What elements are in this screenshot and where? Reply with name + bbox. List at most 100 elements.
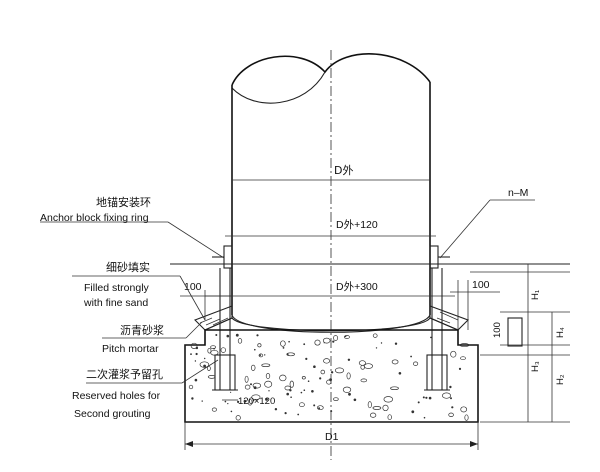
aggregate-stone <box>224 400 227 403</box>
aggregate-stone <box>347 358 351 361</box>
aggregate-stone <box>367 401 372 409</box>
aggregate-stone <box>344 335 347 338</box>
aggregate-stone <box>195 346 199 350</box>
aggregate-stone <box>284 412 287 415</box>
label-anchor-ring-cn: 地锚安装环 <box>96 195 151 209</box>
aggregate-stone <box>333 335 339 341</box>
aggregate-stone <box>448 412 454 417</box>
aggregate-stone <box>230 391 232 393</box>
dim-h3: H₃ <box>530 361 541 372</box>
aggregate-stone <box>301 376 306 380</box>
label-pitch-cn: 沥青砂浆 <box>120 323 164 337</box>
label-fine-sand-en1: Filled strongly <box>84 282 150 294</box>
aggregate-stone <box>449 385 452 389</box>
tank-body <box>205 53 455 333</box>
dim-left-100-lines <box>180 290 232 320</box>
aggregate-stone <box>191 397 194 400</box>
aggregate-stone <box>423 416 426 419</box>
aggregate-stone <box>458 367 462 370</box>
label-pitch-en: Pitch mortar <box>102 343 159 355</box>
label-grout-en2: Second grouting <box>74 408 151 420</box>
aggregate-stone <box>330 371 334 374</box>
aggregate-stone <box>300 391 303 394</box>
aggregate-stone <box>343 335 350 339</box>
aggregate-stone <box>288 340 290 343</box>
aggregate-stone <box>256 334 259 337</box>
aggregate-stone <box>391 359 399 365</box>
aggregate-stone <box>398 372 402 375</box>
aggregate-stone <box>235 333 239 337</box>
dim-h1: H₁ <box>530 290 541 300</box>
aggregate-stone <box>318 407 321 410</box>
aggregate-stone <box>265 373 271 379</box>
aggregate-stone <box>319 377 322 380</box>
aggregate-stone <box>316 405 324 411</box>
aggregate-stone <box>280 340 286 347</box>
aggregate-stone <box>207 365 211 371</box>
aggregate-stone <box>342 386 352 393</box>
aggregate-stone <box>313 404 316 407</box>
aggregate-stone <box>264 354 266 356</box>
aggregate-stone <box>387 414 392 421</box>
aggregate-stone <box>332 340 335 343</box>
aggregate-stone <box>322 337 331 344</box>
label-n-m: n–M <box>508 187 528 199</box>
aggregate-stone <box>226 334 230 338</box>
aggregate-stone <box>320 369 326 375</box>
aggregate-stone <box>190 353 192 355</box>
aggregate-stone <box>334 367 345 374</box>
aggregate-stone <box>375 347 378 349</box>
aggregate-stone <box>264 380 273 388</box>
aggregate-stone <box>353 398 357 402</box>
label-grout-en1: Reserved holes for <box>72 390 161 402</box>
aggregate-stone <box>289 380 294 388</box>
dim-d1-line <box>184 422 479 450</box>
aggregate-stone <box>460 406 468 413</box>
aggregate-stone <box>428 396 432 400</box>
aggregate-stone <box>307 380 310 383</box>
aggregate-stone <box>333 397 339 401</box>
aggregate-stone <box>369 412 377 418</box>
aggregate-stone <box>265 398 268 401</box>
dim-d-out-120: D外+120 <box>336 219 378 231</box>
aggregate-stone <box>247 398 253 406</box>
aggregate-stone <box>451 406 454 409</box>
aggregate-stone <box>299 402 305 408</box>
aggregate-stone <box>230 410 233 413</box>
aggregate-stone <box>215 334 218 336</box>
aggregate-stone <box>188 384 194 390</box>
aggregate-stone <box>422 396 425 399</box>
aggregate-stone <box>380 342 383 344</box>
aggregate-stone <box>372 333 378 338</box>
aggregate-stone <box>257 343 262 348</box>
aggregate-stone <box>220 347 226 353</box>
aggregate-stone <box>259 354 262 357</box>
aggregate-stone <box>413 361 419 366</box>
aggregate-stone <box>194 378 198 382</box>
aggregate-stone <box>360 378 368 383</box>
aggregate-stone <box>425 396 428 399</box>
aggregate-stone <box>460 356 466 361</box>
aggregate-stone <box>251 394 261 400</box>
dim-vert-100: 100 <box>492 322 503 338</box>
aggregate-stone <box>279 374 287 382</box>
aggregate-stone <box>363 363 374 369</box>
dim-right-100: 100 <box>472 279 490 291</box>
aggregate-stone <box>274 408 278 411</box>
aggregate-stone <box>250 383 252 386</box>
aggregate-stone <box>329 378 332 382</box>
aggregate-stone <box>261 363 271 367</box>
concrete-aggregate <box>188 333 470 421</box>
aggregate-stone <box>190 342 198 349</box>
aggregate-stone <box>237 400 240 403</box>
aggregate-stone <box>195 352 198 356</box>
aggregate-stone <box>252 382 261 389</box>
aggregate-stone <box>244 375 249 383</box>
aggregate-stone <box>346 372 351 380</box>
aggregate-stone <box>210 349 219 356</box>
grout-hole-right <box>426 354 448 391</box>
aggregate-stone <box>286 353 289 356</box>
aggregate-stone <box>252 399 255 402</box>
anchor-bolts <box>212 268 450 391</box>
